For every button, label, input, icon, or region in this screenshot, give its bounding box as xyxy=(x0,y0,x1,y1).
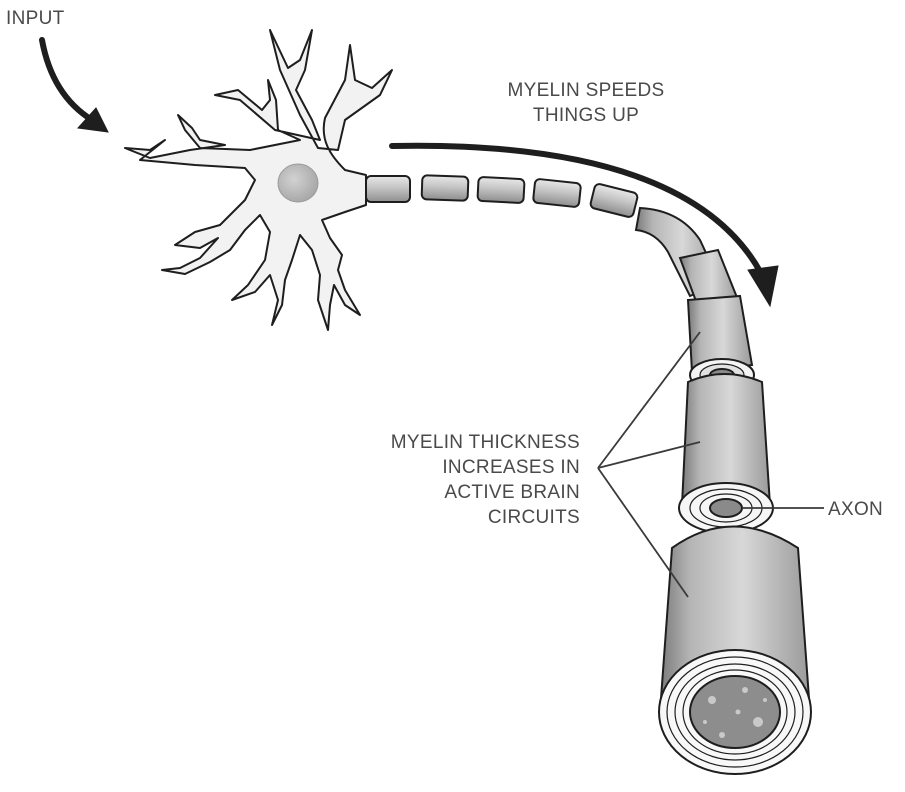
myelin-speed-label: MYELIN SPEEDS THINGS UP xyxy=(486,78,686,128)
myelin-sheath-large xyxy=(636,208,811,774)
myelin-segment-small xyxy=(590,183,639,218)
myelin-segment-small xyxy=(422,175,469,201)
myelin-segment-small xyxy=(477,177,524,203)
axon-label-text: AXON xyxy=(828,497,883,522)
myelin-thickness-line-4: CIRCUITS xyxy=(330,505,580,530)
myelin-thickness-line-3: ACTIVE BRAIN xyxy=(330,480,580,505)
myelin-speed-line-1: MYELIN SPEEDS xyxy=(486,78,686,103)
input-label-text: INPUT xyxy=(6,6,65,31)
input-label: INPUT xyxy=(6,6,65,31)
myelin-thickness-line-2: INCREASES IN xyxy=(330,455,580,480)
cell-body xyxy=(125,30,392,330)
myelin-segments-small xyxy=(366,175,638,218)
myelin-speed-line-2: THINGS UP xyxy=(486,103,686,128)
myelin-segment-small xyxy=(366,176,410,202)
myelin-thickness-label: MYELIN THICKNESS INCREASES IN ACTIVE BRA… xyxy=(330,430,580,530)
input-arrow xyxy=(42,40,108,132)
myelin-segment-small xyxy=(533,179,581,208)
axon-label: AXON xyxy=(828,497,883,522)
myelin-thickness-line-1: MYELIN THICKNESS xyxy=(330,430,580,455)
nucleus xyxy=(278,164,318,202)
